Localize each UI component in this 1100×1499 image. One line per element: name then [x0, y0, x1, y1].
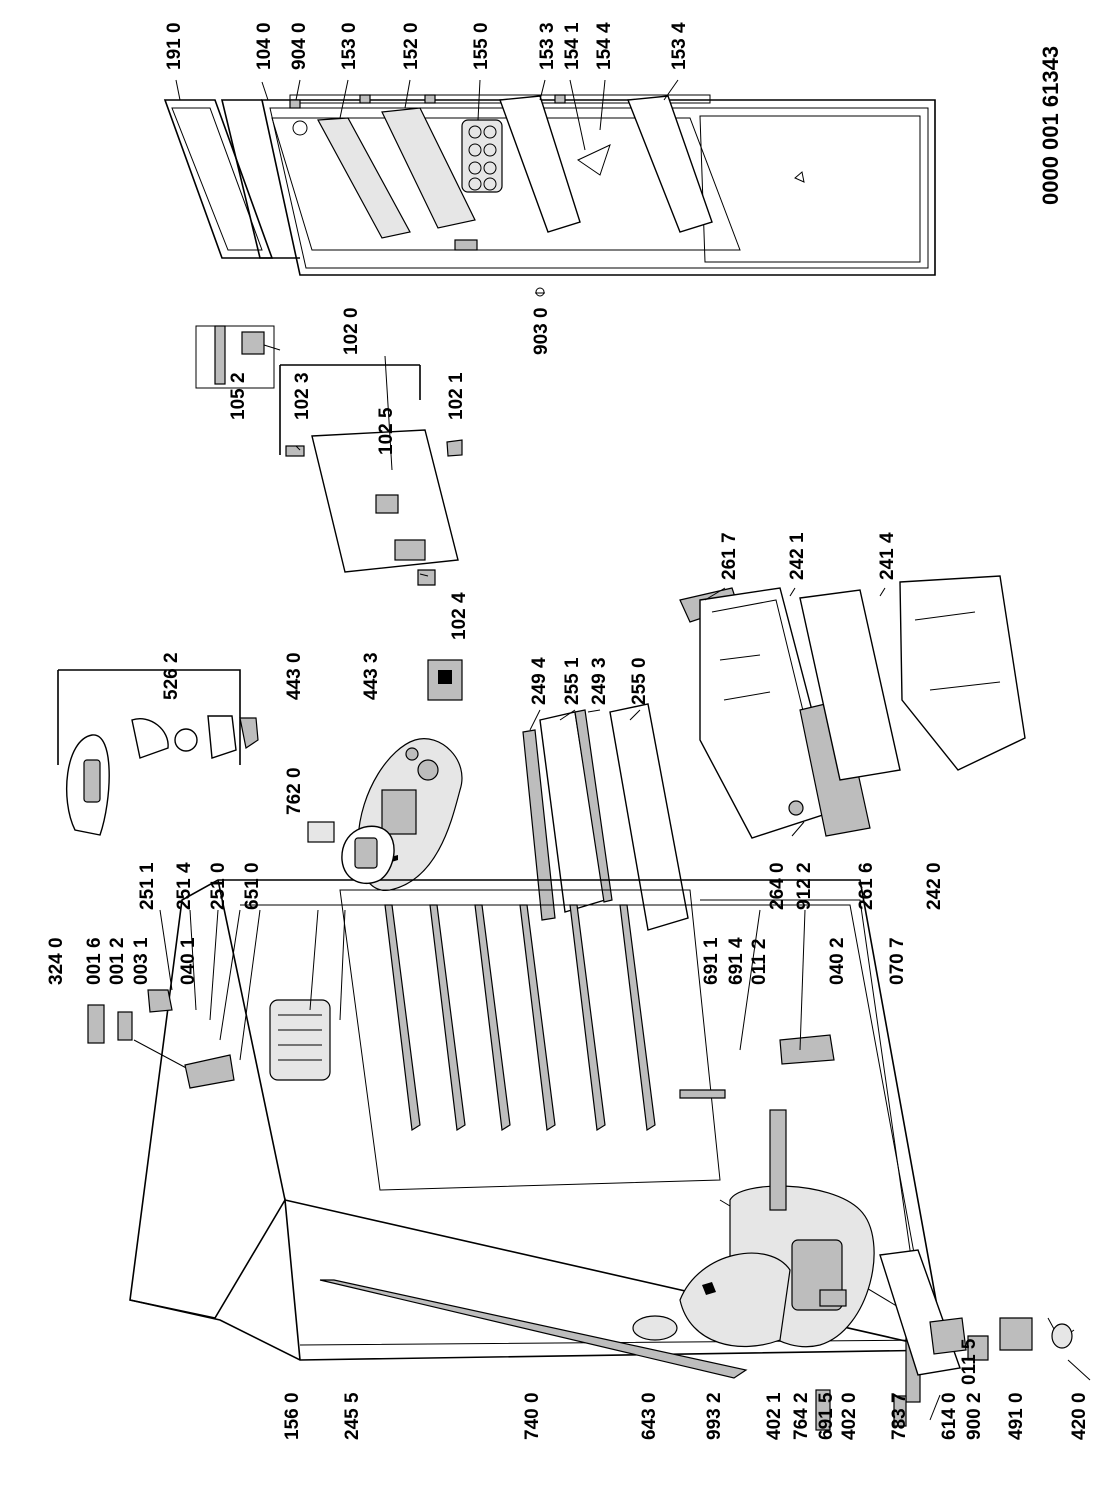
label-155-0: 155 0 — [471, 22, 492, 70]
label-264-0: 264 0 — [767, 862, 788, 910]
label-102-5: 102 5 — [376, 407, 397, 455]
label-249-4: 249 4 — [529, 657, 550, 705]
egg-tray — [461, 119, 503, 193]
label-040-2: 040 2 — [827, 937, 848, 985]
part-labels: 191 0 104 0 904 0 153 0 152 0 155 0 153 … — [46, 22, 1090, 1440]
label-691-4: 691 4 — [726, 937, 747, 985]
label-526-2: 526 2 — [161, 652, 182, 700]
label-102-1: 102 1 — [446, 372, 467, 420]
label-903-0: 903 0 — [531, 307, 552, 355]
label-242-1: 242 1 — [787, 532, 808, 580]
label-154-4: 154 4 — [594, 22, 615, 70]
label-003-1: 003 1 — [131, 937, 152, 985]
label-762-0: 762 0 — [284, 767, 305, 815]
label-011-5: 011 5 — [959, 1338, 980, 1385]
label-191-0: 191 0 — [164, 22, 185, 70]
label-105-2: 105 2 — [228, 372, 249, 420]
label-740-0: 740 0 — [522, 1392, 543, 1440]
crisper-drawers — [679, 575, 1026, 839]
leader-lines — [159, 79, 1091, 1421]
label-245-5: 245 5 — [342, 1392, 363, 1440]
label-255-0: 255 0 — [629, 657, 650, 705]
evaporator-cover-102-0 — [279, 364, 463, 586]
label-904-0: 904 0 — [289, 22, 310, 70]
label-001-6: 001 6 — [84, 937, 105, 985]
label-102-4: 102 4 — [449, 592, 470, 640]
label-691-1: 691 1 — [701, 937, 722, 985]
label-491-0: 491 0 — [1006, 1392, 1027, 1440]
label-153-3: 153 3 — [537, 22, 558, 70]
label-251-4: 251 4 — [174, 862, 195, 910]
label-251-1: 251 1 — [137, 862, 158, 910]
label-261-6: 261 6 — [856, 862, 877, 910]
label-443-0: 443 0 — [284, 652, 305, 700]
label-614-0: 614 0 — [939, 1392, 960, 1440]
label-251-0: 251 0 — [208, 862, 229, 910]
label-242-0: 242 0 — [924, 862, 945, 910]
label-040-1: 040 1 — [178, 937, 199, 985]
cabinet — [87, 825, 961, 1431]
label-152-0: 152 0 — [401, 22, 422, 70]
label-102-3: 102 3 — [292, 372, 313, 420]
thermostat-accessories — [57, 669, 335, 843]
label-643-0: 643 0 — [639, 1392, 660, 1440]
label-993-2: 993 2 — [704, 1392, 725, 1440]
label-651-0: 651 0 — [242, 862, 263, 910]
label-255-1: 255 1 — [562, 657, 583, 705]
label-261-7: 261 7 — [719, 532, 740, 580]
label-764-2: 764 2 — [791, 1392, 812, 1440]
label-912-2: 912 2 — [794, 862, 815, 910]
label-070-7: 070 7 — [887, 937, 908, 985]
electrical-parts — [893, 1317, 1075, 1427]
label-691-5: 691 5 — [816, 1392, 837, 1440]
label-420-0: 420 0 — [1069, 1392, 1090, 1440]
label-443-3: 443 3 — [361, 652, 382, 700]
glass-shelves — [522, 703, 689, 931]
label-783-7: 783 7 — [889, 1392, 910, 1440]
label-241-4: 241 4 — [877, 532, 898, 580]
label-153-4: 153 4 — [669, 22, 690, 70]
label-104-0: 104 0 — [254, 22, 275, 70]
door-screw — [535, 287, 545, 297]
label-156-0: 156 0 — [282, 1392, 303, 1440]
label-324-0: 324 0 — [46, 937, 67, 985]
door-assembly — [163, 94, 936, 276]
label-402-0: 402 0 — [839, 1392, 860, 1440]
label-402-1: 402 1 — [764, 1392, 785, 1440]
label-011-2: 011 2 — [749, 939, 770, 986]
drawing-number: 0000 001 61343 — [1038, 46, 1063, 205]
label-102-0: 102 0 — [341, 307, 362, 355]
hinge-105-2 — [195, 325, 275, 389]
label-001-2: 001 2 — [107, 937, 128, 985]
label-154-1: 154 1 — [562, 22, 583, 70]
label-900-2: 900 2 — [964, 1392, 985, 1440]
label-153-0: 153 0 — [339, 22, 360, 70]
label-249-3: 249 3 — [589, 657, 610, 705]
